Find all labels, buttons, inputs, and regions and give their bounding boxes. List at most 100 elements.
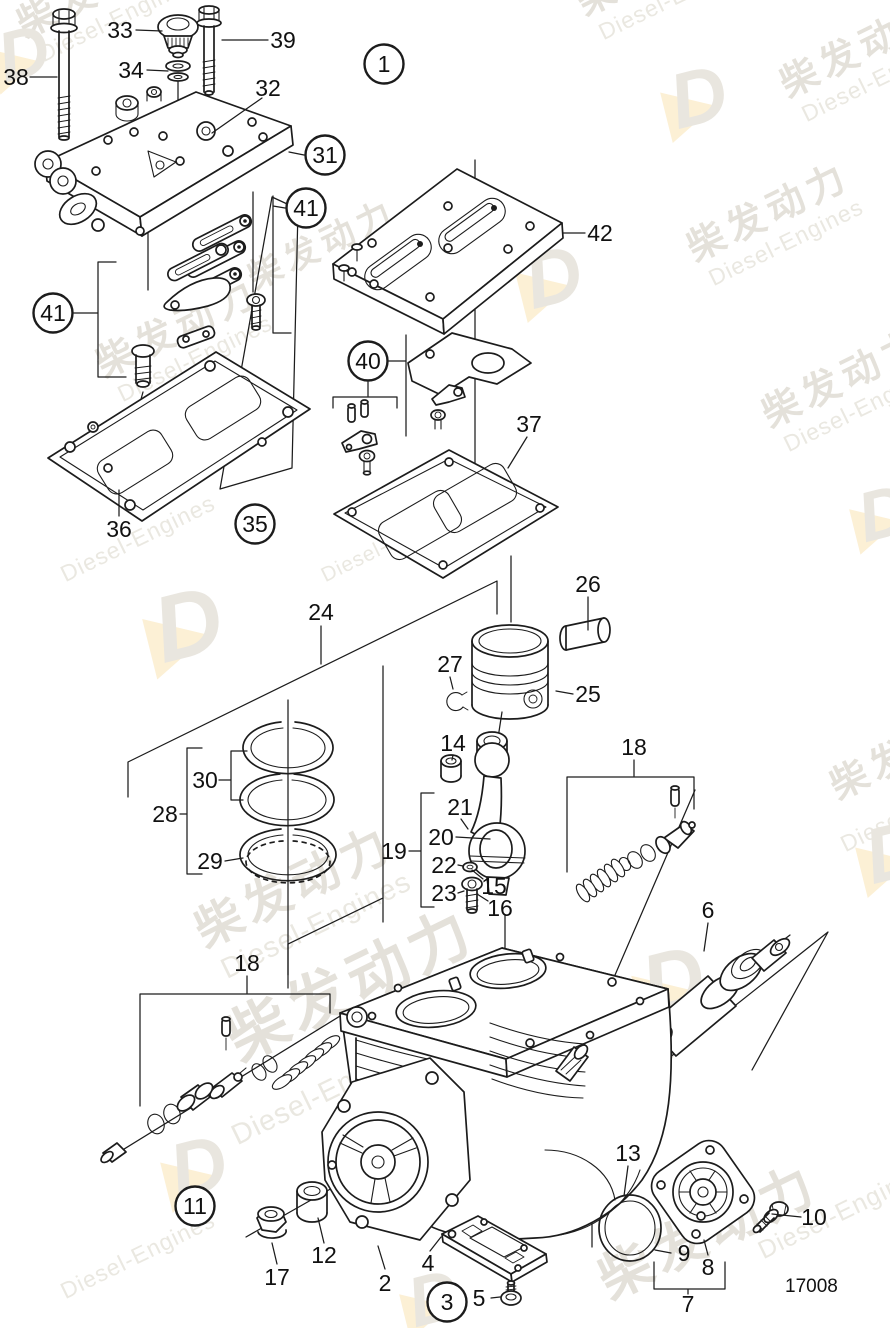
callout-circle — [174, 1185, 216, 1227]
triangle-d-logo: D — [849, 468, 890, 557]
callout-number: 31 — [312, 142, 338, 168]
callout-28: 28 — [152, 801, 178, 827]
callout-number: 37 — [516, 411, 542, 437]
callout-number: 20 — [428, 824, 454, 850]
part-front-flange — [321, 1057, 471, 1241]
callout-number: 29 — [197, 848, 223, 874]
callout-10: 10 — [801, 1204, 827, 1230]
callout-number: 15 — [481, 873, 507, 899]
callout-number: 23 — [431, 880, 457, 906]
callout-number: 22 — [431, 852, 457, 878]
part-piston-25 — [471, 624, 549, 720]
callout-number: 14 — [440, 730, 466, 756]
callout-32: 32 — [255, 75, 281, 101]
part-washers-34 — [165, 60, 191, 82]
leader-lines — [29, 29, 802, 1299]
callout-21: 21 — [447, 794, 473, 820]
callout-number: 6 — [702, 897, 715, 923]
callout-number: 18 — [234, 950, 260, 976]
callout-9: 9 — [678, 1240, 691, 1266]
callout-2: 2 — [379, 1270, 392, 1296]
callout-circle — [32, 292, 74, 334]
part-reed-valves-lower — [131, 242, 232, 388]
callout-41-1: 41 — [285, 187, 327, 229]
callout-number: 10 — [801, 1204, 827, 1230]
callout-circle — [426, 1281, 468, 1323]
callout-22: 22 — [431, 852, 457, 878]
callout-number: 21 — [447, 794, 473, 820]
callout-number: 30 — [192, 767, 218, 793]
part-washer-22 — [462, 861, 478, 873]
callout-number: 38 — [3, 64, 29, 90]
callout-24: 24 — [308, 599, 334, 625]
callout-11: 11 — [174, 1185, 216, 1227]
part-bushing-14 — [440, 754, 462, 783]
part-unloader-kit-40 — [341, 399, 378, 476]
callout-5: 5 — [473, 1285, 486, 1311]
callout-42: 42 — [587, 220, 613, 246]
part-bolt-39 — [196, 5, 222, 96]
part-o-ring-13-9 — [598, 1194, 662, 1262]
triangle-d-logo: D — [660, 47, 736, 146]
callout-number: 41 — [40, 300, 66, 326]
callout-number: 16 — [487, 895, 513, 921]
part-connecting-rod — [468, 731, 526, 896]
callout-number: 3 — [441, 1289, 454, 1315]
callout-27: 27 — [437, 651, 463, 677]
part-base-plate-4 — [441, 1215, 548, 1283]
callout-number: 19 — [381, 838, 407, 864]
part-bushing-12 — [296, 1181, 328, 1223]
callout-number: 42 — [587, 220, 613, 246]
callout-30: 30 — [192, 767, 218, 793]
callout-15: 15 — [481, 873, 507, 899]
callout-29: 29 — [197, 848, 223, 874]
callout-34: 34 — [118, 57, 144, 83]
part-cylinder-head-cover — [34, 86, 294, 237]
part-circlip-27 — [446, 691, 469, 712]
callout-number: 7 — [682, 1291, 695, 1317]
part-bolt-10 — [752, 1201, 789, 1234]
callout-35: 35 — [234, 503, 276, 545]
callout-7: 7 — [682, 1291, 695, 1317]
callout-circle — [304, 134, 346, 176]
part-valve-kit-left-18 — [100, 1016, 341, 1164]
callout-number: 24 — [308, 599, 334, 625]
callout-39: 39 — [270, 27, 296, 53]
callout-number: 4 — [422, 1250, 435, 1276]
part-screw-5 — [500, 1280, 522, 1306]
callout-25: 25 — [575, 681, 601, 707]
callout-number: 1 — [378, 51, 391, 77]
callout-circle — [347, 340, 389, 382]
callout-circle — [363, 43, 405, 85]
callout-40: 40 — [347, 340, 389, 382]
callout-number: 39 — [270, 27, 296, 53]
callout-31: 31 — [304, 134, 346, 176]
callout-18-2: 18 — [234, 950, 260, 976]
callout-14: 14 — [440, 730, 466, 756]
part-bearing-cover-8 — [650, 1139, 756, 1245]
callout-33: 33 — [107, 17, 133, 43]
callout-number: 9 — [678, 1240, 691, 1266]
callout-number: 32 — [255, 75, 281, 101]
callout-number: 33 — [107, 17, 133, 43]
callout-number: 40 — [355, 348, 381, 374]
triangle-d-logo: D — [142, 564, 234, 683]
part-piston-rings-28-29-30 — [239, 721, 337, 884]
callout-1: 1 — [363, 43, 405, 85]
callout-number: 41 — [293, 195, 319, 221]
part-gasket-36 — [47, 351, 311, 522]
callout-number: 5 — [473, 1285, 486, 1311]
callout-17: 17 — [264, 1264, 290, 1290]
part-gasket-37 — [333, 449, 559, 579]
callout-12: 12 — [311, 1242, 337, 1268]
callout-number: 17 — [264, 1264, 290, 1290]
callout-36: 36 — [106, 516, 132, 542]
callout-20: 20 — [428, 824, 454, 850]
callout-number: 27 — [437, 651, 463, 677]
